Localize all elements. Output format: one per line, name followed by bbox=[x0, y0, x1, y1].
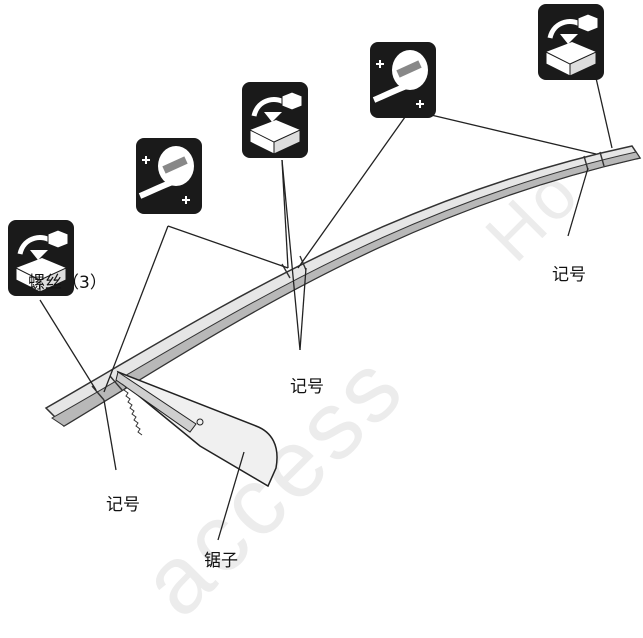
clean-wipe-icon bbox=[136, 138, 202, 214]
clean-wipe-icon bbox=[370, 42, 436, 118]
saw-label: 锯子 bbox=[204, 551, 238, 571]
mark-label: 记号 bbox=[290, 377, 324, 397]
saw bbox=[115, 370, 278, 488]
trim-strip bbox=[44, 145, 642, 427]
leader-lines bbox=[39, 77, 613, 541]
part-box-icon bbox=[242, 82, 308, 158]
part-box-icon bbox=[538, 4, 604, 80]
screw-label: 螺丝（3） bbox=[28, 273, 107, 293]
part-box-icon bbox=[8, 220, 74, 296]
installation-diagram: access Ho bbox=[8, 4, 642, 636]
mark-label: 记号 bbox=[106, 495, 140, 515]
mark-label: 记号 bbox=[552, 265, 586, 285]
